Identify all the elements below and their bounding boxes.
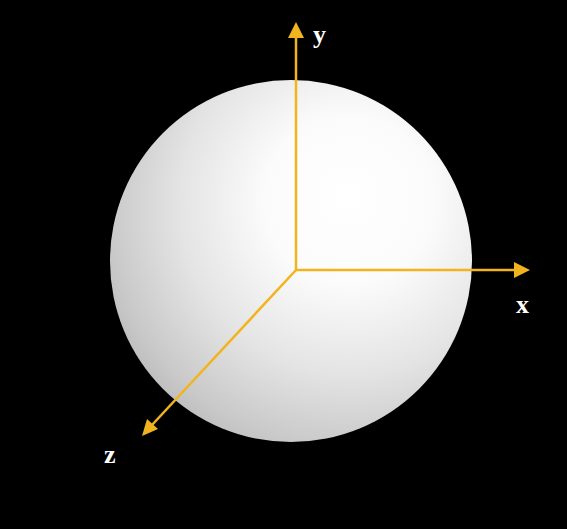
z-arrowhead [142, 419, 158, 436]
z-axis-label: z [104, 442, 116, 468]
y-axis [295, 36, 298, 270]
x-arrowhead [514, 262, 530, 278]
y-axis-label: y [313, 22, 326, 48]
z-axis [152, 270, 296, 425]
x-axis [296, 269, 514, 272]
y-arrowhead [288, 22, 304, 38]
sphere [110, 80, 472, 442]
x-axis-label: x [516, 292, 529, 318]
